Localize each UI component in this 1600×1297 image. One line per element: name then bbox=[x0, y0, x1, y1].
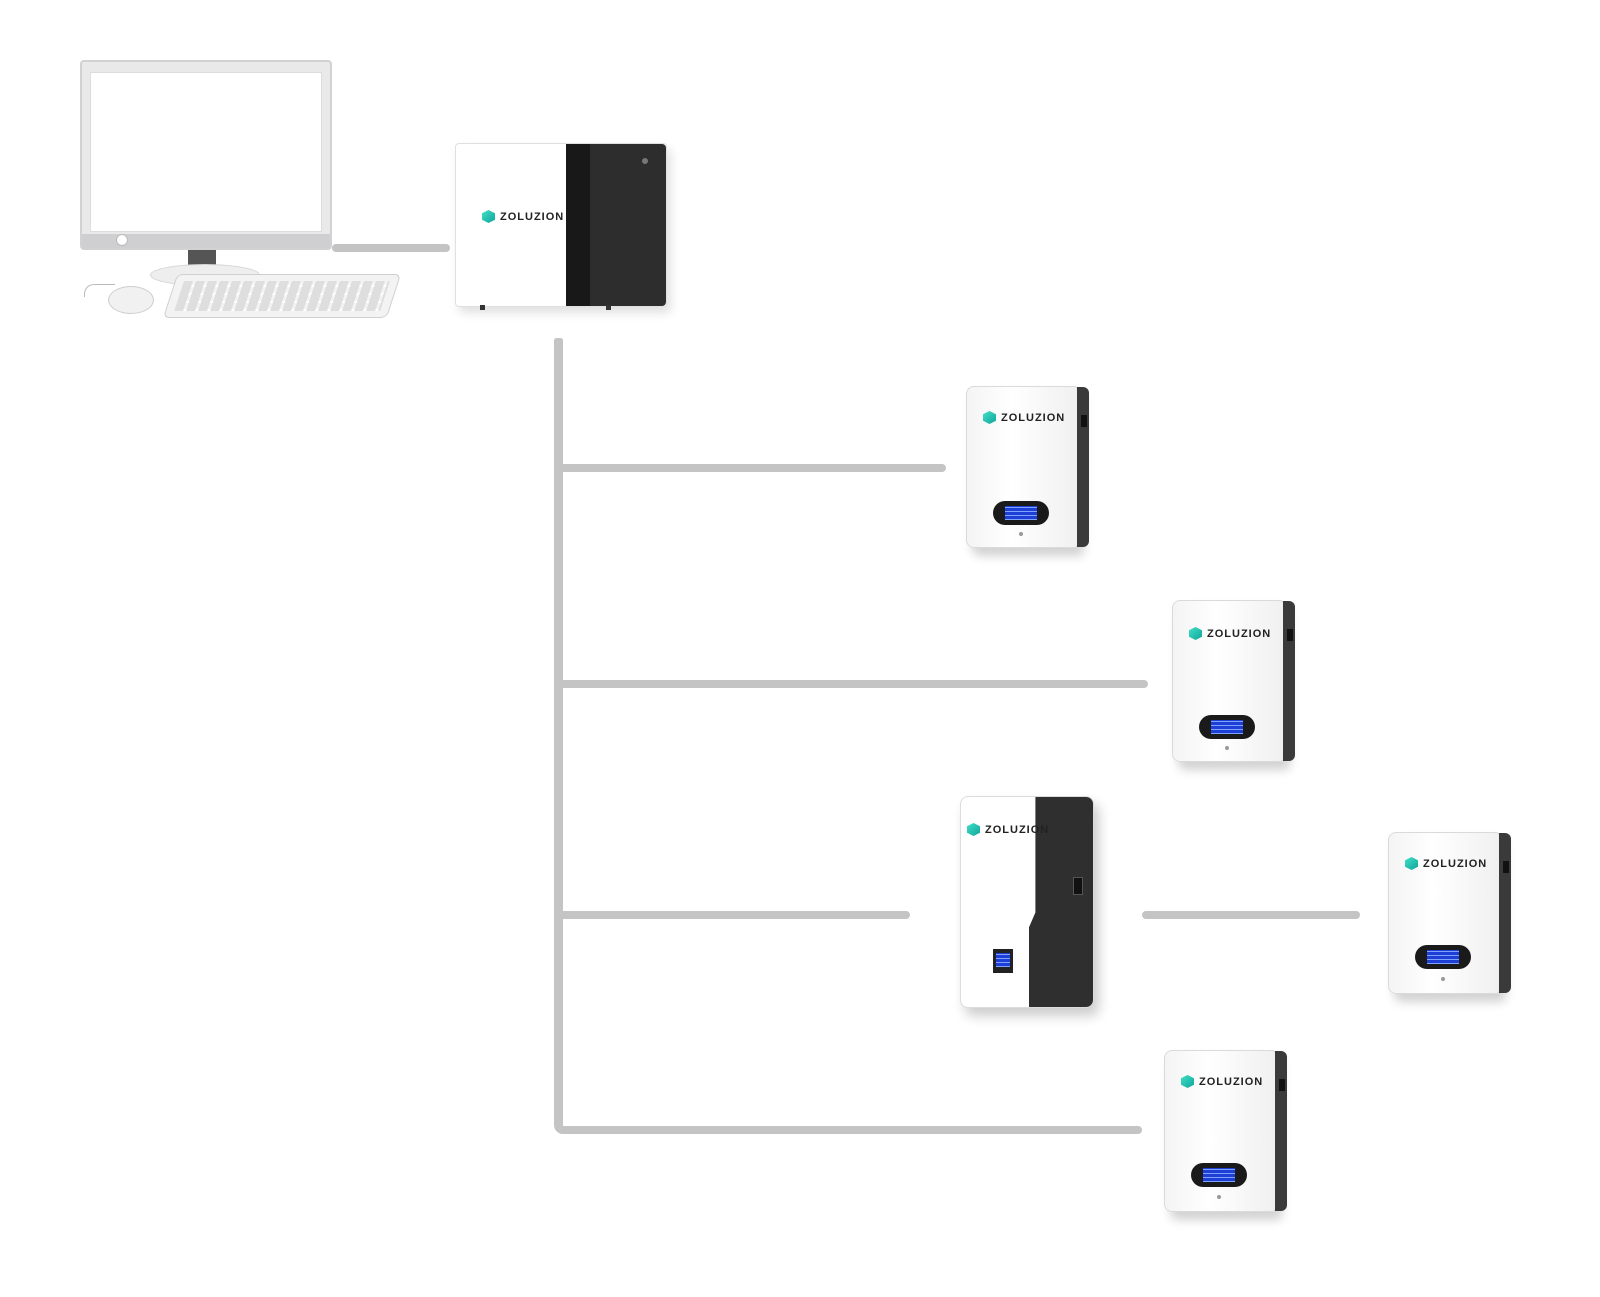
battery-5-lcd bbox=[1191, 1163, 1247, 1187]
battery-3-lcd bbox=[993, 949, 1013, 973]
battery-1-lcd bbox=[993, 501, 1049, 525]
battery-4-button-icon bbox=[1441, 977, 1445, 981]
controller-unit: ZOLUZION bbox=[455, 143, 667, 310]
battery-3-brand: ZOLUZION bbox=[967, 823, 1049, 836]
cable-branch-3b bbox=[1142, 911, 1360, 919]
controller-side bbox=[590, 144, 666, 306]
battery-1-brand: ZOLUZION bbox=[983, 411, 1065, 424]
controller-brand: ZOLUZION bbox=[482, 210, 564, 223]
battery-4-label: ZOLUZION bbox=[1423, 857, 1488, 870]
battery-unit-1: ZOLUZION bbox=[966, 386, 1089, 548]
battery-4-lcd bbox=[1415, 945, 1471, 969]
battery-5-label: ZOLUZION bbox=[1199, 1075, 1264, 1088]
battery-unit-2: ZOLUZION bbox=[1172, 600, 1295, 762]
mouse-icon bbox=[108, 286, 154, 314]
controller-foot bbox=[606, 305, 611, 310]
battery-2-lcd bbox=[1199, 715, 1255, 739]
cable-branch-2 bbox=[558, 680, 1148, 688]
battery-2-button-icon bbox=[1225, 746, 1229, 750]
battery-unit-4: ZOLUZION bbox=[1388, 832, 1511, 994]
battery-1-button-icon bbox=[1019, 532, 1023, 536]
battery-4-brand: ZOLUZION bbox=[1405, 857, 1487, 870]
brand-cube-icon bbox=[1189, 627, 1202, 640]
brand-cube-icon bbox=[1181, 1075, 1194, 1088]
battery-1-label: ZOLUZION bbox=[1001, 411, 1066, 424]
battery-unit-5: ZOLUZION bbox=[1164, 1050, 1287, 1212]
mouse-cord bbox=[84, 284, 115, 297]
controller-indicator-icon bbox=[642, 158, 648, 164]
battery-3-side bbox=[1029, 797, 1093, 1007]
battery-5-button-icon bbox=[1217, 1195, 1221, 1199]
monitor-frame bbox=[80, 60, 332, 250]
battery-2-label: ZOLUZION bbox=[1207, 627, 1272, 640]
battery-3-handle bbox=[1073, 877, 1083, 895]
controller-foot bbox=[480, 305, 485, 310]
battery-5-brand: ZOLUZION bbox=[1181, 1075, 1263, 1088]
cable-branch-1 bbox=[558, 464, 946, 472]
battery-3-label: ZOLUZION bbox=[985, 823, 1050, 836]
cable-computer-controller bbox=[332, 244, 450, 252]
keyboard-icon bbox=[162, 274, 402, 318]
brand-cube-icon bbox=[967, 823, 980, 836]
brand-cube-icon bbox=[1405, 857, 1418, 870]
cable-branch-3 bbox=[558, 911, 910, 919]
battery-unit-3: ZOLUZION bbox=[960, 796, 1094, 1008]
brand-cube-icon bbox=[983, 411, 996, 424]
cable-branch-4 bbox=[558, 1126, 1142, 1134]
monitor bbox=[80, 60, 332, 286]
controller-brand-label: ZOLUZION bbox=[500, 210, 565, 223]
cable-trunk-vertical bbox=[554, 338, 563, 1134]
monitor-screen bbox=[90, 72, 322, 232]
power-button-icon bbox=[116, 234, 128, 246]
battery-2-brand: ZOLUZION bbox=[1189, 627, 1271, 640]
brand-cube-icon bbox=[482, 210, 495, 223]
monitor-bezel bbox=[82, 234, 330, 248]
controller-band bbox=[566, 144, 590, 306]
